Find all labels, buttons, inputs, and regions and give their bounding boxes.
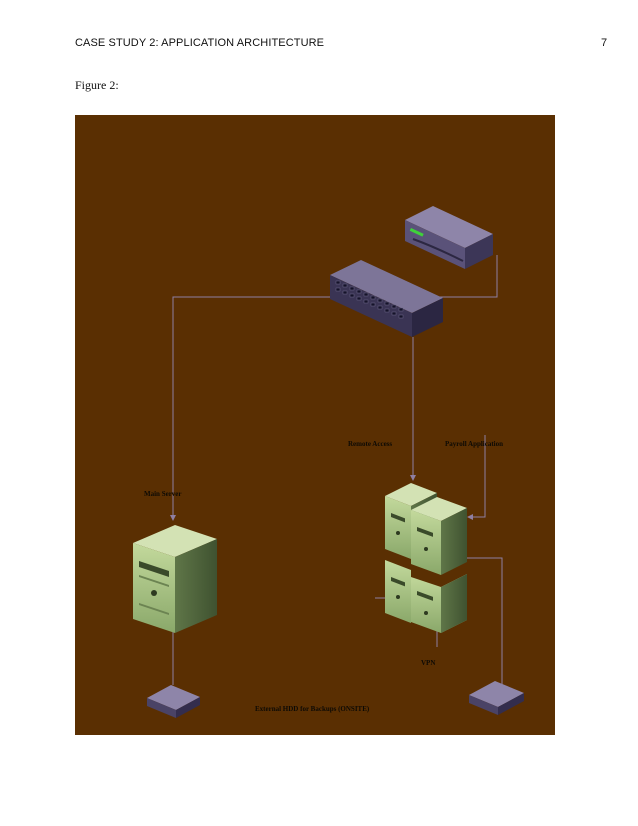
architecture-diagram: Remote Access Payroll Application Main S…	[75, 115, 555, 735]
main-server-icon	[133, 525, 217, 633]
remote-access-label: Remote Access	[348, 440, 392, 448]
page-number: 7	[601, 37, 607, 49]
external-hdd-label: External HDD for Backups (ONSITE)	[255, 705, 370, 713]
figure-caption: Figure 2:	[75, 78, 119, 93]
vpn-label: VPN	[421, 659, 435, 667]
running-header: CASE STUDY 2: APPLICATION ARCHITECTURE	[75, 37, 324, 49]
main-server-label: Main Server	[144, 490, 182, 498]
diagram-background	[75, 115, 555, 735]
payroll-application-label: Payroll Application	[445, 440, 503, 448]
